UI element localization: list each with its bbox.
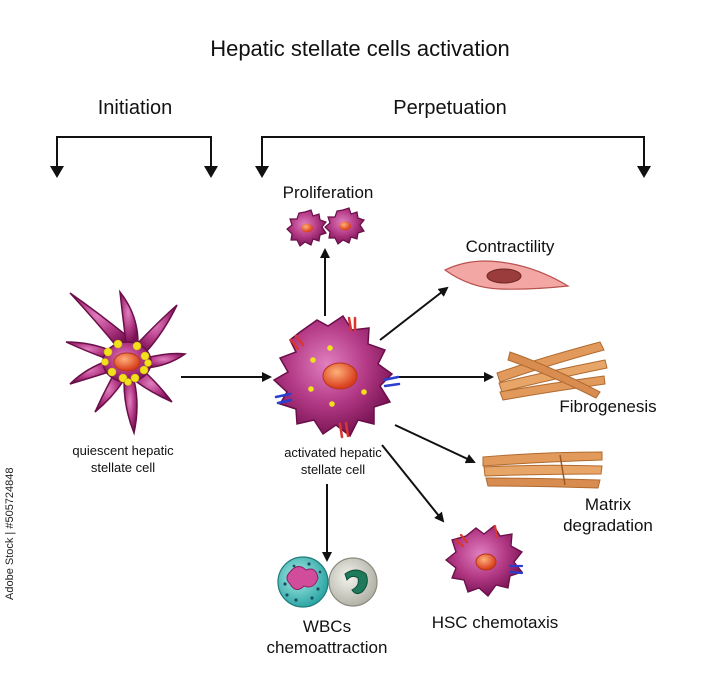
- proliferation-label: Proliferation: [282, 183, 374, 202]
- initiation-label: Initiation: [97, 97, 173, 119]
- activated-cell-label: activated hepatic stellate cell: [284, 445, 382, 477]
- initiation-bracket: [56, 136, 212, 170]
- arrow-to-hsc: [381, 444, 445, 523]
- collagen-fiber-icon: [496, 341, 608, 401]
- arrow-to-matrix: [394, 424, 476, 464]
- contractile-cell-icon: [443, 260, 570, 290]
- fibrogenesis-label: Fibrogenesis: [559, 397, 657, 416]
- proliferating-cell-icon: [286, 207, 366, 247]
- perpetuation-arrow-left: [255, 166, 269, 178]
- perpetuation-arrow-right: [637, 166, 651, 178]
- quiescent-cell-label: quiescent hepatic stellate cell: [72, 443, 174, 475]
- activated-cell-icon: [272, 314, 401, 439]
- wbc-icon: [277, 556, 378, 608]
- initiation-arrow-right: [204, 166, 218, 178]
- arrow-to-contractility: [379, 286, 449, 341]
- contractility-label: Contractility: [465, 237, 555, 256]
- matrix-degradation-label: Matrix degradation: [563, 495, 653, 535]
- quiescent-cell-icon: [65, 289, 187, 436]
- initiation-arrow-left: [50, 166, 64, 178]
- perpetuation-label: Perpetuation: [393, 97, 507, 119]
- matrix-fiber-icon: [482, 451, 603, 489]
- perpetuation-bracket: [261, 136, 645, 170]
- hsc-chemotaxis-label: HSC chemotaxis: [431, 613, 559, 632]
- diagram-title: Hepatic stellate cells activation: [210, 36, 510, 61]
- hsc-chemotaxis-cell-icon: [444, 524, 524, 597]
- wbc-chemoattraction-label: WBCs chemoattraction: [266, 617, 388, 657]
